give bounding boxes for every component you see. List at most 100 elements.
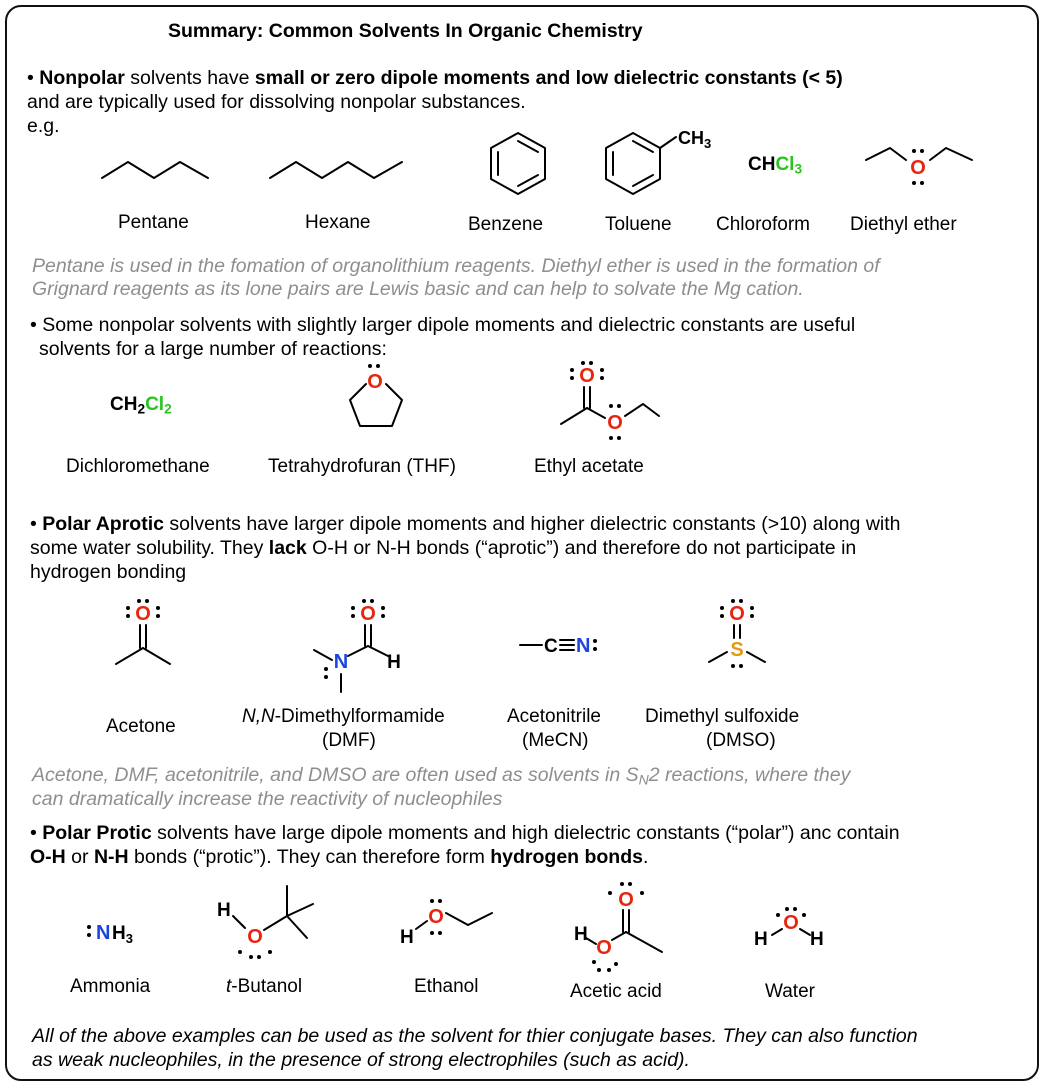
nonpolar-note-2: Grignard reagents as its lone pairs are …: [32, 278, 804, 300]
nitrogen-atom: N: [96, 922, 110, 944]
bullet: •: [30, 314, 37, 336]
benzene-structure: [490, 132, 546, 195]
dmf-structure: O H N: [313, 599, 401, 693]
svg-text:H: H: [810, 929, 824, 950]
aprotic-note-1-text: Acetone, DMF, acetonitrile, and DMSO are…: [32, 764, 639, 786]
summary-frame: [5, 5, 1039, 1081]
nonpolar-term: Nonpolar: [39, 67, 125, 89]
ammonia-label: Ammonia: [70, 976, 151, 997]
toluene-label: Toluene: [605, 214, 672, 235]
dichloromethane-formula: CH2Cl2: [110, 394, 172, 417]
oxygen-atom: O: [367, 371, 383, 393]
aprotic-lack: lack: [268, 537, 307, 559]
moderate-line-2: solvents for a large number of reactions…: [39, 338, 387, 360]
nonpolar-note-1: Pentane is used in the fomation of organ…: [32, 255, 880, 277]
acetic-acid-label: Acetic acid: [570, 981, 662, 1002]
chloroform-formula: CHCl3: [748, 154, 803, 177]
diethyl-ether-structure: O: [865, 147, 973, 185]
dmso-label: Dimethyl sulfoxide: [645, 706, 800, 727]
ethanol-structure: O H: [400, 899, 493, 948]
water-label: Water: [765, 981, 815, 1002]
dmf-name: -Dimethylformamide: [274, 706, 445, 727]
hydrogen-bonds-term: hydrogen bonds: [490, 846, 643, 868]
oxygen-atom: O: [783, 912, 799, 934]
thf-structure: O: [349, 364, 403, 427]
benzene-label: Benzene: [468, 214, 544, 235]
oxygen-atom: O: [618, 889, 634, 911]
page-title: Summary: Common Solvents In Organic Chem…: [168, 20, 643, 42]
svg-text:H: H: [400, 927, 414, 948]
eg-label: e.g.: [27, 115, 60, 137]
ethyl-acetate-structure: O O: [560, 361, 660, 440]
protic-term: Polar Protic: [42, 822, 152, 844]
dmf-label: N,N-Dimethylformamide: [242, 705, 445, 728]
svg-text:H: H: [217, 900, 231, 921]
nonpolar-line-2: and are typically used for dissolving no…: [27, 91, 526, 113]
thf-label: Tetrahydrofuran (THF): [268, 456, 456, 477]
nonpolar-property: small or zero dipole moments and low die…: [254, 67, 843, 89]
sulfur-atom: S: [730, 639, 743, 661]
acetonitrile-abbrev: (MeCN): [522, 730, 589, 751]
oxygen-atom: O: [428, 906, 444, 928]
protic-text-1: solvents have large dipole moments and h…: [151, 822, 900, 844]
nonpolar-text: solvents have: [124, 67, 255, 89]
footer-line-1: All of the above examples can be used as…: [32, 1025, 918, 1047]
dmso-abbrev: (DMSO): [706, 730, 776, 751]
protic-text-2c: .: [642, 846, 649, 868]
svg-text:C: C: [544, 636, 558, 657]
acetone-structure: O: [115, 599, 171, 665]
protic-line-1: • Polar Protic solvents have large dipol…: [30, 822, 900, 845]
bullet: •: [30, 513, 37, 535]
pentane-label: Pentane: [118, 212, 189, 233]
aprotic-note-1: Acetone, DMF, acetonitrile, and DMSO are…: [32, 764, 850, 787]
oxygen-atom: O: [910, 157, 926, 179]
footer-line-2: as weak nucleophiles, in the presence of…: [32, 1049, 690, 1071]
toluene-structure: CH3: [605, 128, 711, 195]
nitrogen-atom: N: [334, 651, 348, 673]
t-butanol-structure: H O: [217, 885, 314, 959]
t-butanol-label: t-Butanol: [226, 975, 302, 998]
aprotic-text-1: solvents have larger dipole moments and …: [163, 513, 901, 535]
protic-line-2: O-H or N-H bonds (“protic”). They can th…: [30, 846, 648, 869]
moderate-line-1: • Some nonpolar solvents with slightly l…: [30, 314, 855, 337]
ammonia-structure: N H3: [87, 922, 133, 946]
dmf-abbrev: (DMF): [322, 730, 376, 751]
oxygen-atom: O: [579, 365, 595, 387]
dmf-prefix: N,N: [242, 706, 275, 727]
moderate-text-1: Some nonpolar solvents with slightly lar…: [42, 314, 856, 336]
aprotic-line-3: hydrogen bonding: [30, 561, 187, 583]
aprotic-note-2: can dramatically increase the reactivity…: [32, 788, 503, 810]
acetonitrile-structure: C N: [519, 635, 597, 657]
nonpolar-line-1: • Nonpolar solvents have small or zero d…: [27, 67, 843, 90]
aprotic-note-1-sub: N: [638, 771, 649, 788]
water-structure: O H H: [754, 907, 824, 950]
aprotic-text-2b: O-H or N-H bonds (“aprotic”) and therefo…: [306, 537, 857, 559]
chloroform-label: Chloroform: [716, 214, 810, 235]
diethyl-ether-label: Diethyl ether: [850, 214, 957, 235]
aprotic-line-2: some water solubility. They lack O-H or …: [30, 537, 856, 560]
nh-term: N-H: [93, 846, 129, 868]
ethanol-label: Ethanol: [414, 976, 479, 997]
acetone-label: Acetone: [106, 716, 176, 737]
bullet: •: [30, 822, 37, 844]
svg-text:H: H: [754, 929, 768, 950]
svg-text:H: H: [574, 924, 588, 945]
protic-text-2b: bonds (“protic”). They can therefore for…: [128, 846, 491, 868]
dmso-structure: O S: [708, 599, 766, 668]
svg-text:CH3: CH3: [678, 128, 711, 151]
t-butanol-name: -Butanol: [231, 976, 303, 997]
svg-text:H: H: [387, 652, 401, 673]
nitrogen-atom: N: [576, 635, 590, 657]
protic-text-2a: or: [65, 846, 94, 868]
oh-term: O-H: [30, 846, 66, 868]
acetonitrile-label: Acetonitrile: [507, 706, 601, 727]
acetic-acid-structure: O O H: [574, 882, 663, 972]
pentane-structure: [101, 161, 209, 179]
aprotic-note-1-end: 2 reactions, where they: [648, 764, 851, 786]
oxygen-atom: O: [729, 603, 745, 625]
oxygen-atom: O: [596, 937, 612, 959]
oxygen-atom: O: [135, 603, 151, 625]
svg-text:H3: H3: [112, 923, 133, 946]
oxygen-atom: O: [607, 412, 623, 434]
ethyl-acetate-label: Ethyl acetate: [534, 456, 644, 477]
